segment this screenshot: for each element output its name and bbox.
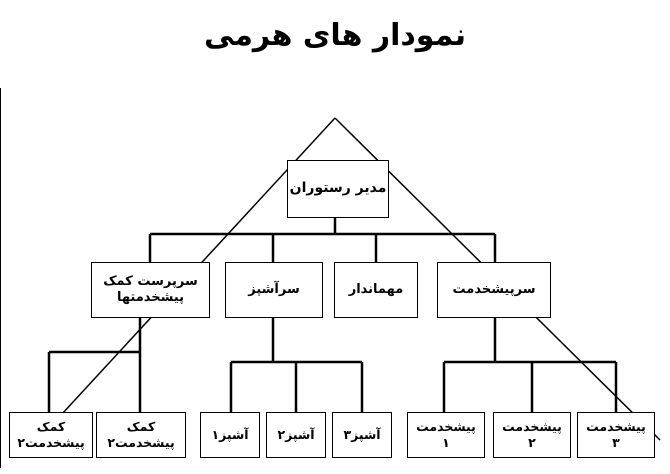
node-assistant-waiter-2: کمک پیشخدمت۲ <box>96 412 186 458</box>
node-head-waiter: سرپیشخدمت <box>437 262 551 318</box>
node-host: مهماندار <box>334 262 418 318</box>
left-border-line <box>0 88 1 468</box>
node-head-chef: سرآشپز <box>225 262 323 318</box>
page-title: نمودار های هرمی <box>204 18 466 53</box>
node-assistant-service-supervisor: سرپرست کمک پیشخدمتها <box>91 262 210 318</box>
node-waiter-1: پیشخدمت ۱ <box>407 412 485 458</box>
node-assistant-waiter-1: کمک پیشخدمت۲ <box>9 412 93 458</box>
node-chef-3: آشپز۳ <box>332 412 392 458</box>
node-chef-1: آشپز۱ <box>200 412 260 458</box>
node-waiter-2: پیشخدمت ۲ <box>493 412 571 458</box>
node-restaurant-manager: مدیر رستوران <box>287 160 389 218</box>
node-chef-2: آشپز۲ <box>266 412 326 458</box>
node-waiter-3: پیشخدمت ۳ <box>577 412 655 458</box>
